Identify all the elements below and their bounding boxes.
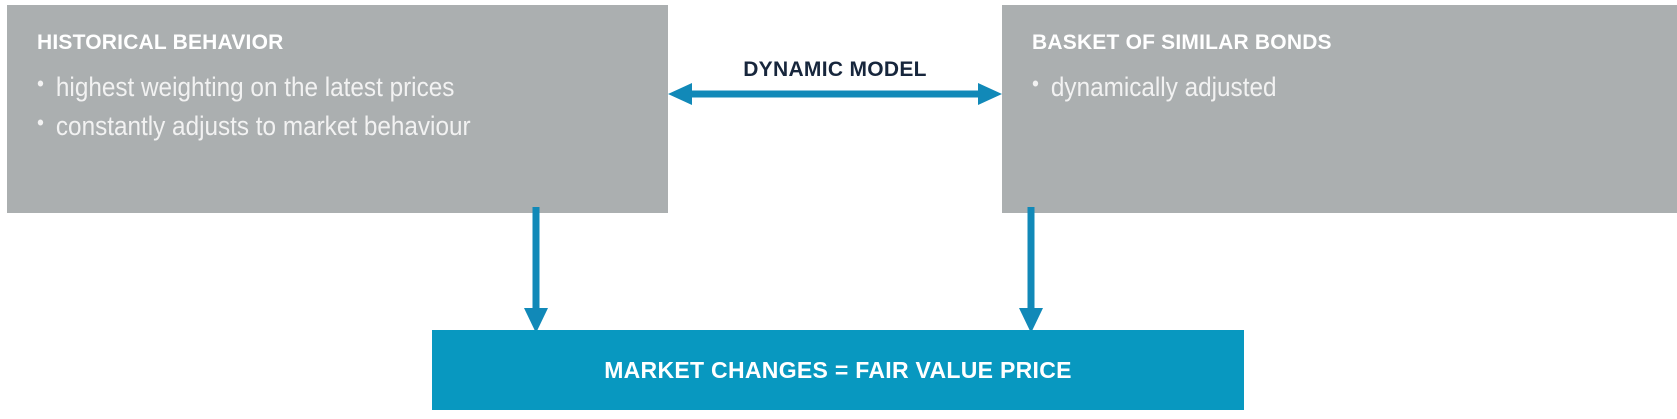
- basket-of-similar-bonds-title: BASKET OF SIMILAR BONDS: [1032, 31, 1332, 54]
- list-item: highest weighting on the latest prices: [37, 68, 578, 107]
- list-item: dynamically adjusted: [1032, 68, 1586, 107]
- historical-behavior-title: HISTORICAL BEHAVIOR: [37, 31, 284, 54]
- list-item: constantly adjusts to market behaviour: [37, 107, 578, 146]
- double-headed-horizontal-arrow-icon: [668, 83, 1002, 105]
- basket-of-similar-bonds-box: BASKET OF SIMILAR BONDS dynamically adju…: [1002, 5, 1677, 213]
- arrow-down-icon: [524, 207, 548, 333]
- result-bar-text: MARKET CHANGES = FAIR VALUE PRICE: [604, 356, 1072, 383]
- basket-of-similar-bonds-bullets: dynamically adjusted: [1032, 68, 1647, 107]
- historical-behavior-box: HISTORICAL BEHAVIOR highest weighting on…: [7, 5, 668, 213]
- historical-behavior-bullets: highest weighting on the latest prices c…: [37, 68, 638, 146]
- arrow-down-icon: [1019, 207, 1043, 333]
- result-bar: MARKET CHANGES = FAIR VALUE PRICE: [432, 330, 1244, 410]
- dynamic-model-label: DYNAMIC MODEL: [743, 58, 927, 81]
